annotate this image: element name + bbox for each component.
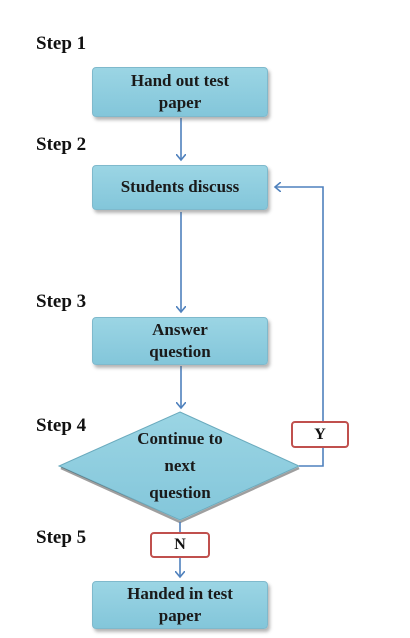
step-2-label: Step 2 [36, 134, 87, 155]
no-branch-tag: N [150, 532, 210, 558]
answer-line-2: question [149, 342, 211, 361]
decision-line-3: question [149, 483, 211, 503]
arrow-yes-loop [275, 187, 324, 467]
handed-in-line-2: paper [158, 606, 202, 625]
handed-in-test-paper-box: Handed in test paper [92, 581, 268, 629]
step-1-label: Step 1 [36, 33, 87, 54]
students-discuss-box: Students discuss [92, 165, 268, 210]
step-3-label: Step 3 [36, 291, 87, 312]
decision-text: Continue to next question [105, 425, 255, 507]
handed-in-line-1: Handed in test [127, 583, 233, 603]
yes-branch-tag: Y [291, 421, 349, 448]
answer-question-box: Answer question [92, 317, 268, 365]
decision-line-1: Continue to [137, 429, 223, 448]
hand-out-line-1: Hand out test [130, 70, 230, 90]
decision-line-2: next [164, 456, 196, 476]
hand-out-test-paper-box: Hand out test paper [92, 67, 268, 117]
decision-diamond [57, 411, 301, 521]
answer-line-1: Answer [152, 319, 208, 339]
hand-out-line-2: paper [158, 93, 202, 112]
step-5-label: Step 5 [36, 527, 87, 548]
step-4-label: Step 4 [36, 415, 87, 436]
students-discuss-label: Students discuss [120, 177, 240, 197]
